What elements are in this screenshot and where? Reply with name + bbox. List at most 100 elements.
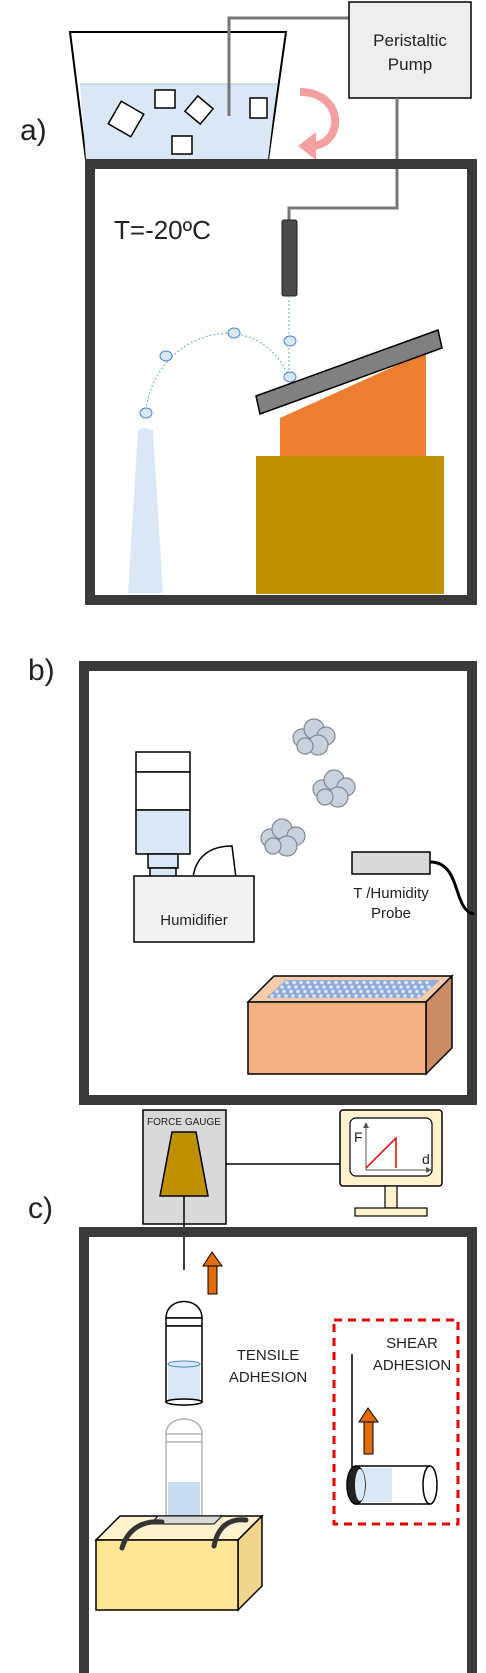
sample-droplet [285, 980, 289, 985]
shear-label-line2: ADHESION [373, 1357, 451, 1374]
humidity-chamber [79, 661, 477, 1105]
tensile-lower-cuvette [165, 1418, 203, 1521]
sample-droplet [343, 985, 347, 989]
sample-droplet [404, 980, 408, 985]
sample-droplet [427, 985, 431, 989]
force-gauge-label: FORCE GAUGE [147, 1117, 221, 1128]
sample-droplet [315, 985, 319, 989]
sample-droplet [359, 989, 363, 994]
sample-droplet [287, 985, 291, 989]
shear-test-inset [332, 1318, 460, 1526]
sample-droplet [331, 989, 335, 994]
sample-droplet [422, 989, 426, 994]
gold-stand [256, 456, 444, 594]
probe-label-line1: T /Humidity [353, 885, 429, 902]
humidifier-outlet [192, 845, 237, 879]
sample-droplet [378, 985, 382, 989]
sample-droplet [327, 980, 331, 985]
sample-droplet [329, 985, 333, 989]
sample-droplet [366, 989, 370, 994]
sample-droplet [383, 980, 387, 985]
vapor-clouds [260, 718, 356, 857]
vapor-cloud-icon [260, 818, 306, 857]
tensile-label-line1: TENSILE [237, 1347, 300, 1364]
sample-droplet [403, 994, 407, 998]
sample-droplet [341, 980, 345, 985]
orange-wedge [280, 352, 426, 456]
humidifier-water-tank [135, 809, 191, 855]
sample-droplet [334, 980, 338, 985]
sample-droplet [415, 989, 419, 994]
sample-droplets [270, 980, 431, 998]
recirculation-arrow-icon [299, 88, 339, 150]
tensile-upper-cuvette [165, 1300, 203, 1406]
sample-droplet [397, 980, 401, 985]
vapor-cloud-icon [312, 769, 356, 808]
sample-droplet [270, 994, 274, 998]
sample-droplet [373, 989, 377, 994]
tensile-label-line2: ADHESION [229, 1369, 307, 1386]
sample-droplet [368, 994, 372, 998]
freezer-chamber [85, 159, 477, 605]
sample-droplet [396, 994, 400, 998]
adhesion-test-chamber [79, 1227, 477, 1673]
water-droplets [139, 327, 297, 419]
humidity-probe: T /Humidity Probe [351, 851, 475, 922]
sample-droplet [338, 989, 342, 994]
panel-a-label: a) [20, 114, 47, 147]
sample-droplet [355, 980, 359, 985]
shear-pull-arrow-icon [358, 1407, 379, 1455]
tensile-pull-arrow-icon [202, 1251, 223, 1295]
sample-droplet [282, 989, 286, 994]
sample-droplet [322, 985, 326, 989]
sample-droplet [340, 994, 344, 998]
force-gauge: FORCE GAUGE [142, 1109, 340, 1270]
sample-droplet [390, 980, 394, 985]
sample-droplet [313, 980, 317, 985]
water-jet [128, 430, 163, 593]
spray-nozzle [281, 219, 298, 297]
sample-droplet [284, 994, 288, 998]
sample-droplet [369, 980, 373, 985]
sample-droplet [411, 980, 415, 985]
sample-droplet [298, 994, 302, 998]
sample-droplet [308, 985, 312, 989]
sample-droplet [336, 985, 340, 989]
panel-a: a) Peristaltic Pump T=-2 [20, 1, 477, 605]
sample-droplet [324, 989, 328, 994]
sample-droplet [364, 985, 368, 989]
sample-droplet [380, 989, 384, 994]
pump-tubing [287, 98, 399, 220]
pump-label-line2: Pump [388, 55, 432, 74]
sample-droplet [310, 989, 314, 994]
sample-droplet [387, 989, 391, 994]
sample-droplet [413, 985, 417, 989]
monitor-screen [349, 1117, 433, 1177]
sample-droplet [399, 985, 403, 989]
sample-droplet [347, 994, 351, 998]
sample-droplet [303, 989, 307, 994]
sample-box [246, 974, 454, 1076]
temperature-label: T=-20ºC [114, 215, 211, 245]
probe-label-line2: Probe [371, 905, 411, 922]
sample-droplet [312, 994, 316, 998]
sample-droplet [382, 994, 386, 998]
sample-droplet [418, 980, 422, 985]
sample-droplet [291, 994, 295, 998]
sample-droplet [376, 980, 380, 985]
droplet-array [266, 980, 440, 998]
inclined-plate [255, 329, 443, 415]
peristaltic-pump: Peristaltic Pump [227, 1, 472, 220]
sample-droplet [357, 985, 361, 989]
sample-droplet [275, 989, 279, 994]
tensile-ice-sample [168, 1364, 200, 1400]
sample-droplet [317, 989, 321, 994]
sample-droplet [294, 985, 298, 989]
sample-droplet [401, 989, 405, 994]
sample-droplet [406, 985, 410, 989]
panel-b-label: b) [28, 654, 55, 687]
sample-droplet [306, 980, 310, 985]
sample-droplet [345, 989, 349, 994]
sample-droplet [410, 994, 414, 998]
